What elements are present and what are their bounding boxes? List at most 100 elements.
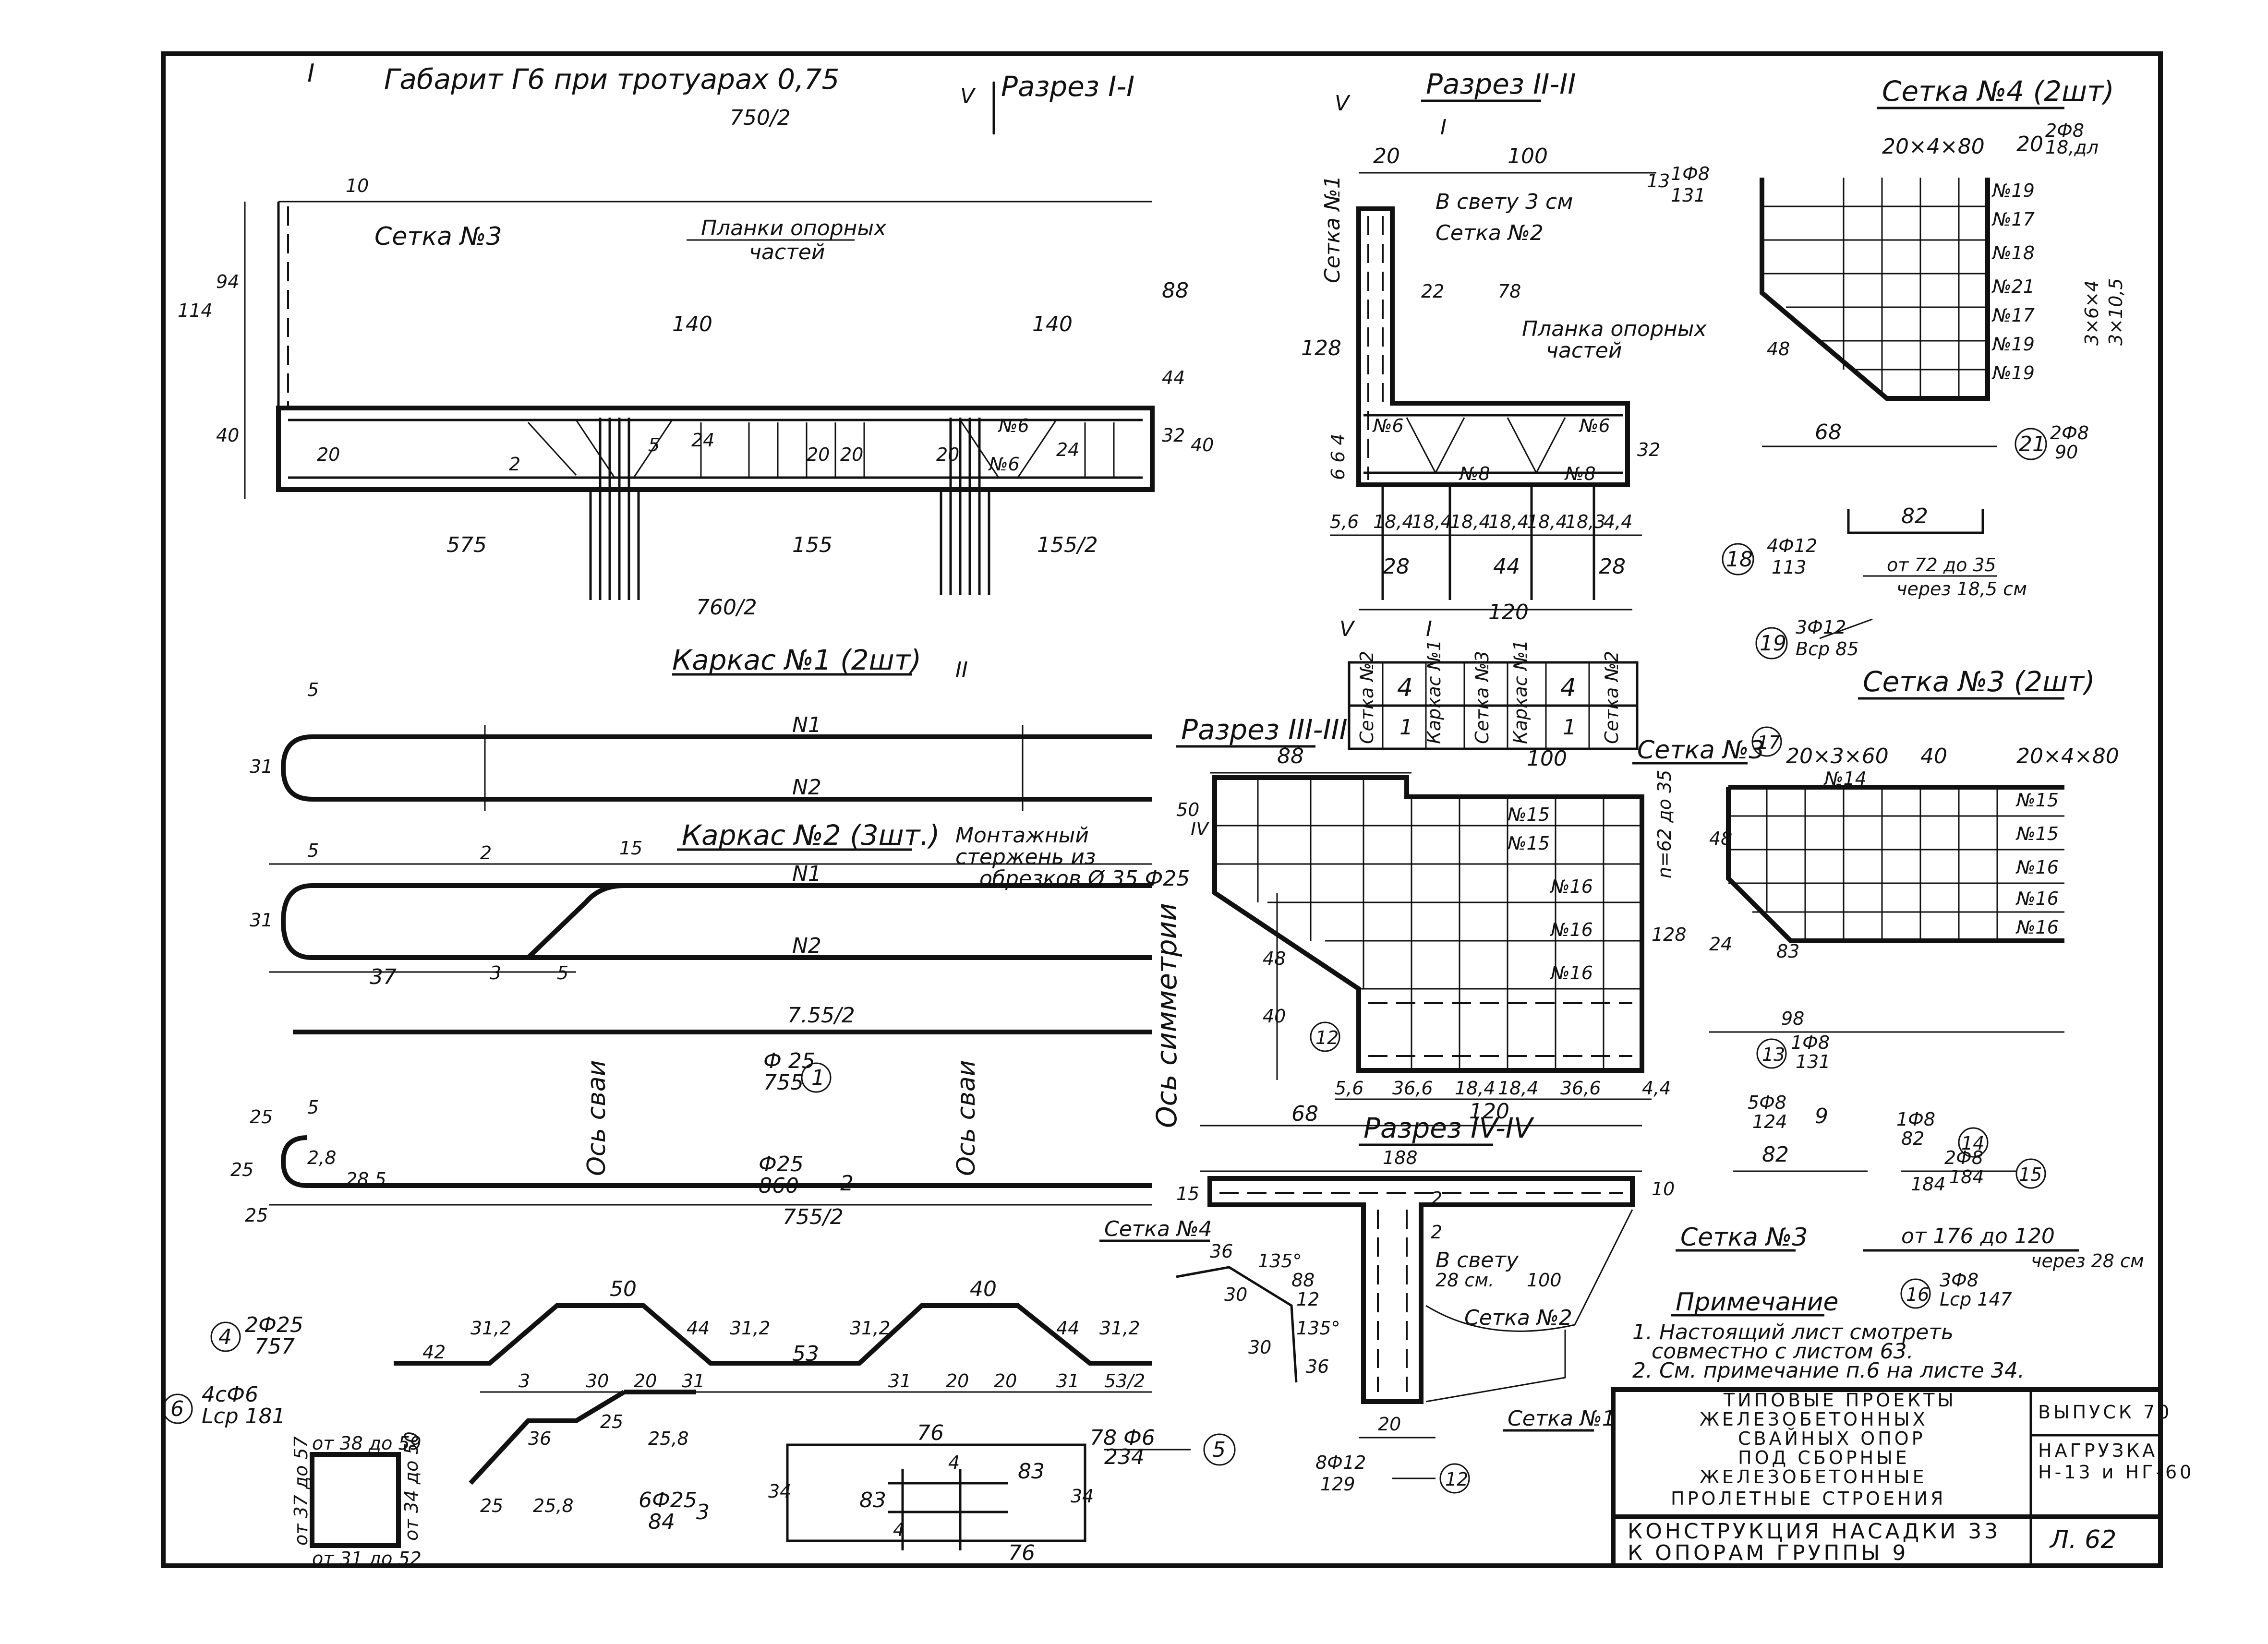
grid3-label-3: №16 <box>2015 888 2059 909</box>
sec4-dim-10: 10 <box>1652 1178 1675 1200</box>
sec3-grid3: Сетка №3 <box>1637 736 1765 765</box>
grid4-label-0: №19 <box>1991 180 2035 201</box>
sec3-dims-v: n=62 до 35 <box>1654 770 1675 878</box>
legend-sub-0: 1 <box>1399 715 1413 740</box>
dim-25-b: 25 <box>230 1159 253 1180</box>
dim-40-b: 40 <box>1191 434 1214 456</box>
grid3-bar17-marker <box>1751 726 1782 757</box>
bar-n2: 2 <box>509 454 520 475</box>
axis-pile-left: Ось сваи <box>582 1060 611 1176</box>
sec2-bot-7: 4,4 <box>1604 511 1632 532</box>
tb-issue: ВЫПУСК 70 <box>2038 1402 2172 1423</box>
sec2-grid2: Сетка №2 <box>1436 221 1544 245</box>
dim-40: 40 <box>216 425 239 446</box>
bar3-bot-25-8: 25,8 <box>533 1495 574 1516</box>
grid3-range-2: через 28 см <box>2031 1250 2144 1272</box>
grid3-bar16-spec: 3Ф8 <box>1940 1270 1978 1291</box>
dim-5-bar2: 5 <box>307 1097 319 1118</box>
bot-20-b: 20 <box>946 1370 969 1392</box>
bot-3: 3 <box>519 1370 530 1392</box>
bar-n2-frame2: N2 <box>792 934 821 958</box>
frame2-title: Каркас №2 (3шт.) <box>682 819 940 852</box>
grid3-range: от 176 до 120 <box>1901 1224 2055 1248</box>
planks-label-2: частей <box>749 240 825 264</box>
grid3-dim-184: 184 <box>1911 1174 1946 1195</box>
bar5-34-a: 34 <box>768 1481 791 1502</box>
sec2-dim-20: 20 <box>1373 144 1400 168</box>
dim-575: 575 <box>446 533 487 557</box>
bar5-83-a: 83 <box>1018 1459 1045 1484</box>
bar-n1: N1 <box>792 713 821 737</box>
grid4-bar19-len: Вср 85 <box>1796 638 1859 660</box>
bar4-number: 4 <box>218 1325 232 1349</box>
bar3-spec: 6Ф25 <box>639 1488 697 1512</box>
grid3-label: Сетка №3 <box>374 222 502 251</box>
bar1-marker <box>801 1062 832 1093</box>
sec3-bar12-marker <box>1310 1021 1340 1052</box>
grid3-label-1: №15 <box>2015 823 2059 844</box>
bar6-marker <box>162 1393 193 1424</box>
sec2-bot-5: 18,4 <box>1527 511 1568 532</box>
bar5-83-b: 83 <box>859 1488 886 1512</box>
dim-140-a: 140 <box>672 312 712 336</box>
grid3-dims-2: 20×4×80 <box>2016 744 2119 768</box>
tb-line-6: ПРОЛЕТНЫЕ СТРОЕНИЯ <box>1671 1488 1946 1509</box>
dim-20-d: 20 <box>936 444 959 465</box>
bar5-outline <box>786 1443 1086 1542</box>
sec2-bot-4: 18,4 <box>1488 511 1529 532</box>
sec3-label-2: №16 <box>1550 876 1593 897</box>
dim-31-frame2: 31 <box>250 910 273 931</box>
section-i-i: I Габарит Г6 при тротуарах 0,75 V Разрез… <box>178 59 1214 620</box>
sec2-dim-120: 120 <box>1488 600 1529 624</box>
legend-cell-0: Сетка №2 <box>1356 651 1377 744</box>
dim-top-50: 50 <box>610 1277 637 1301</box>
grid3-bar15-marker <box>2015 1158 2046 1189</box>
mount-bar-note: Монтажный <box>955 823 1089 848</box>
sec4-grid4: Сетка №4 <box>1104 1217 1212 1241</box>
sec4-n2-b: 2 <box>1431 1222 1442 1243</box>
grid4-bar18-marker <box>1722 543 1754 576</box>
title-block: ТИПОВЫЕ ПРОЕКТЫ ЖЕЛЕЗОБЕТОННЫХ СВАЙНЫХ О… <box>1611 1387 2191 1568</box>
bot-31-b: 31 <box>888 1370 911 1392</box>
dim-25-bar3: 25 <box>600 1411 623 1432</box>
bar6-length: Lср 181 <box>202 1404 286 1428</box>
grid3-dim-48: 48 <box>1709 828 1732 849</box>
bar3-length: 84 <box>648 1510 675 1534</box>
bar5-4-b: 4 <box>893 1519 905 1540</box>
grid3-bar15-len: 184 <box>1949 1166 1984 1188</box>
dim-155: 155 <box>792 533 832 557</box>
bar5-34-b: 34 <box>1071 1486 1094 1507</box>
bar5-length: 234 <box>1104 1445 1145 1469</box>
axis-pile-right: Ось сваи <box>952 1060 981 1176</box>
dim-25-8: 25,8 <box>648 1428 689 1449</box>
section-ii-title: Разрез II-II <box>1426 68 1576 100</box>
grid3-bar14-number: 14 <box>1961 1133 1984 1154</box>
dim-36: 36 <box>528 1428 551 1449</box>
section-iv-iv: Разрез IV-IV 188 15 10 2 2 В свету 28 см… <box>1099 1112 1675 1495</box>
dim-750-2: 750/2 <box>730 106 791 130</box>
grid-4: Сетка №4 (2шт) 20×4×80 20 2Ф8 18,дл №19 … <box>1722 75 2126 660</box>
legend-roman-v: V <box>1339 617 1355 641</box>
sec4-dim-20: 20 <box>1378 1414 1401 1435</box>
stirrup-top: от 38 до 59 <box>312 1433 422 1454</box>
dim-94: 94 <box>216 271 239 292</box>
sec4-grid1: Сетка №1 <box>1508 1406 1616 1431</box>
sec3-dim-128: 128 <box>1652 924 1687 945</box>
bar-n1-frame2: N1 <box>792 862 821 886</box>
tb-construction-2: К ОПОРАМ ГРУППЫ 9 <box>1628 1541 1908 1565</box>
bar1-spec: Ф 25 <box>763 1049 815 1073</box>
grid4-dim-48: 48 <box>1767 338 1790 360</box>
dim-28-5: 28,5 <box>346 1169 386 1190</box>
grid4-bar19-marker <box>1755 627 1788 660</box>
seg-31-2-d: 31,2 <box>1099 1318 1140 1339</box>
roman-ii: II <box>955 658 968 682</box>
tb-line-3: СВАЙНЫХ ОПОР <box>1738 1428 1926 1449</box>
stirrup-bottom: от 31 до 52 <box>312 1548 422 1569</box>
grid4-dim-68: 68 <box>1815 420 1842 444</box>
grid3-dim-82: 82 <box>1762 1142 1789 1167</box>
grid4-label-6: №19 <box>1991 362 2035 384</box>
notes-line-1: 1. Настоящий лист смотреть <box>1632 1320 1954 1344</box>
mount-bar-note-2: стержень из <box>955 845 1096 869</box>
dim-31: 31 <box>250 756 273 777</box>
legend-cell-2: Каркас №1 <box>1424 640 1445 744</box>
